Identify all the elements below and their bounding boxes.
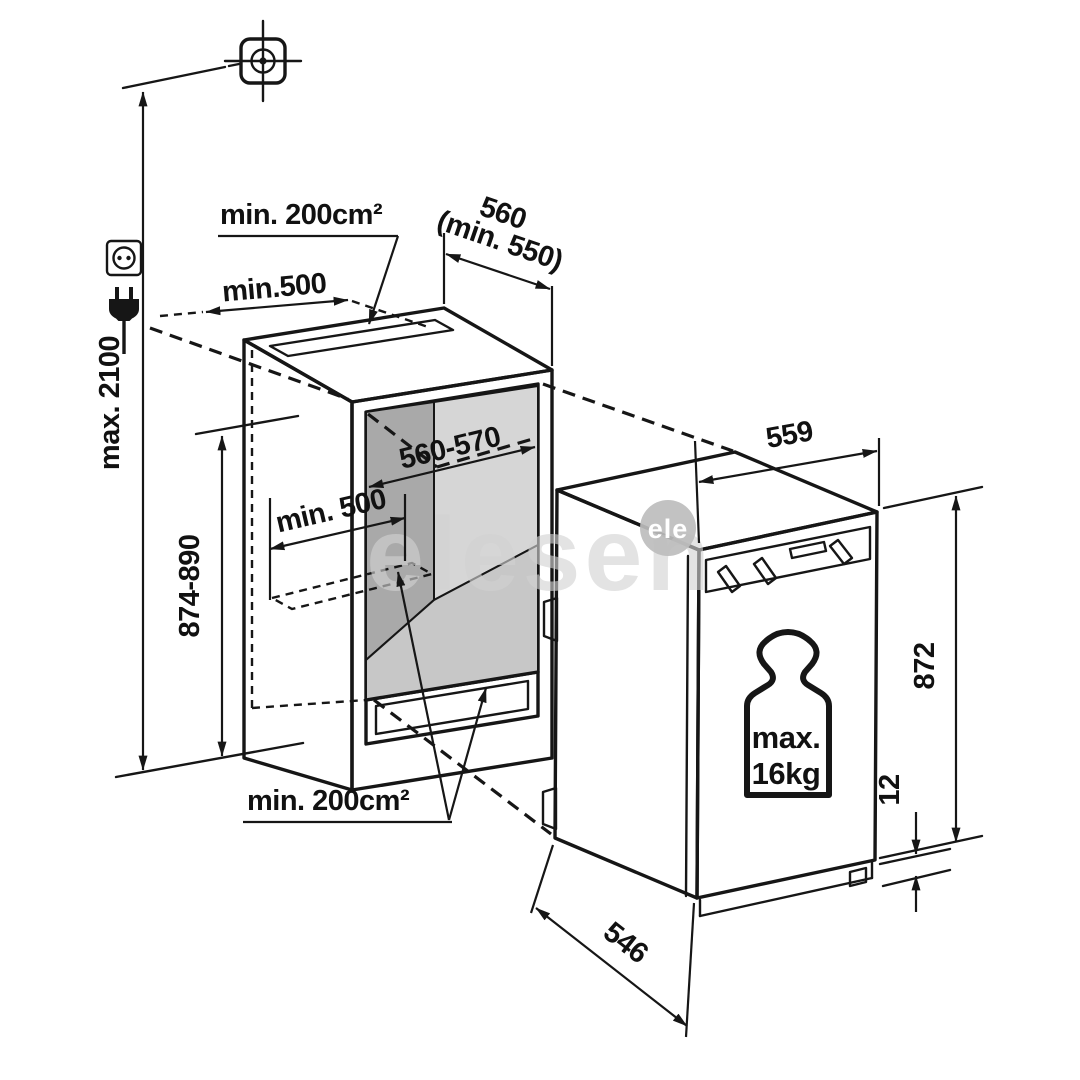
watermark-badge: ele <box>640 500 696 556</box>
dimension-foot-adjustment: 12 <box>874 774 952 912</box>
cabinet-left-face <box>242 338 354 792</box>
door-mounting-rail <box>704 525 872 594</box>
appliance-height-label: 872 <box>909 643 941 690</box>
mounting-lever <box>752 556 778 586</box>
appliance-door-face <box>695 510 879 900</box>
hinge-bracket-bottom <box>541 786 558 831</box>
weight-value-label: 16kg <box>752 756 821 791</box>
weight-icon: max. 16kg <box>744 629 832 798</box>
weight-max-label: max. <box>752 720 821 755</box>
ceiling-height-label: max. 2100 <box>94 336 126 470</box>
niche-height-label: 874-890 <box>174 535 206 638</box>
hinge-bracket-top <box>542 596 559 643</box>
top-vent-label: min. 200cm² <box>220 199 383 231</box>
callout-top-vent: min. 200cm² <box>218 199 400 325</box>
appliance-foot <box>848 866 868 888</box>
bottom-vent-label: min. 200cm² <box>247 785 410 817</box>
hidden-edge-floor <box>251 698 367 710</box>
niche-floor <box>365 543 539 702</box>
mounting-lever <box>828 538 854 566</box>
dimension-appliance-height: 872 <box>878 485 984 860</box>
projection-line-top <box>542 382 734 453</box>
bottom-vent-slot <box>374 679 530 736</box>
projection-line-bottom <box>373 698 552 836</box>
mounting-lever <box>716 564 742 594</box>
foot-adjustment-label: 12 <box>874 774 906 805</box>
power-socket-icon <box>105 239 143 277</box>
door-edge-line <box>684 554 690 898</box>
bottom-vent-band <box>364 670 540 746</box>
floor-reference-line <box>114 741 305 779</box>
top-vent-slot <box>268 318 455 358</box>
mounting-lever <box>788 540 828 560</box>
dimension-ceiling-height: max. 2100 <box>94 91 305 779</box>
appliance-width-label: 559 <box>764 415 816 455</box>
projection-line-wall <box>149 326 349 401</box>
datum-symbol <box>223 19 303 103</box>
dimension-niche-height: 874-890 <box>174 414 300 757</box>
datum-leader-line <box>121 62 241 90</box>
dimension-appliance-width: 559 <box>693 415 881 544</box>
dimension-appliance-depth: 546 <box>529 844 696 1038</box>
svg-text:ele: ele <box>648 514 689 544</box>
base-bottom-line <box>698 876 874 918</box>
power-plug-icon <box>109 287 139 354</box>
dimension-top-depth: 560 (min. 550) <box>433 191 567 366</box>
callout-bottom-vent: min. 200cm² <box>243 571 488 824</box>
